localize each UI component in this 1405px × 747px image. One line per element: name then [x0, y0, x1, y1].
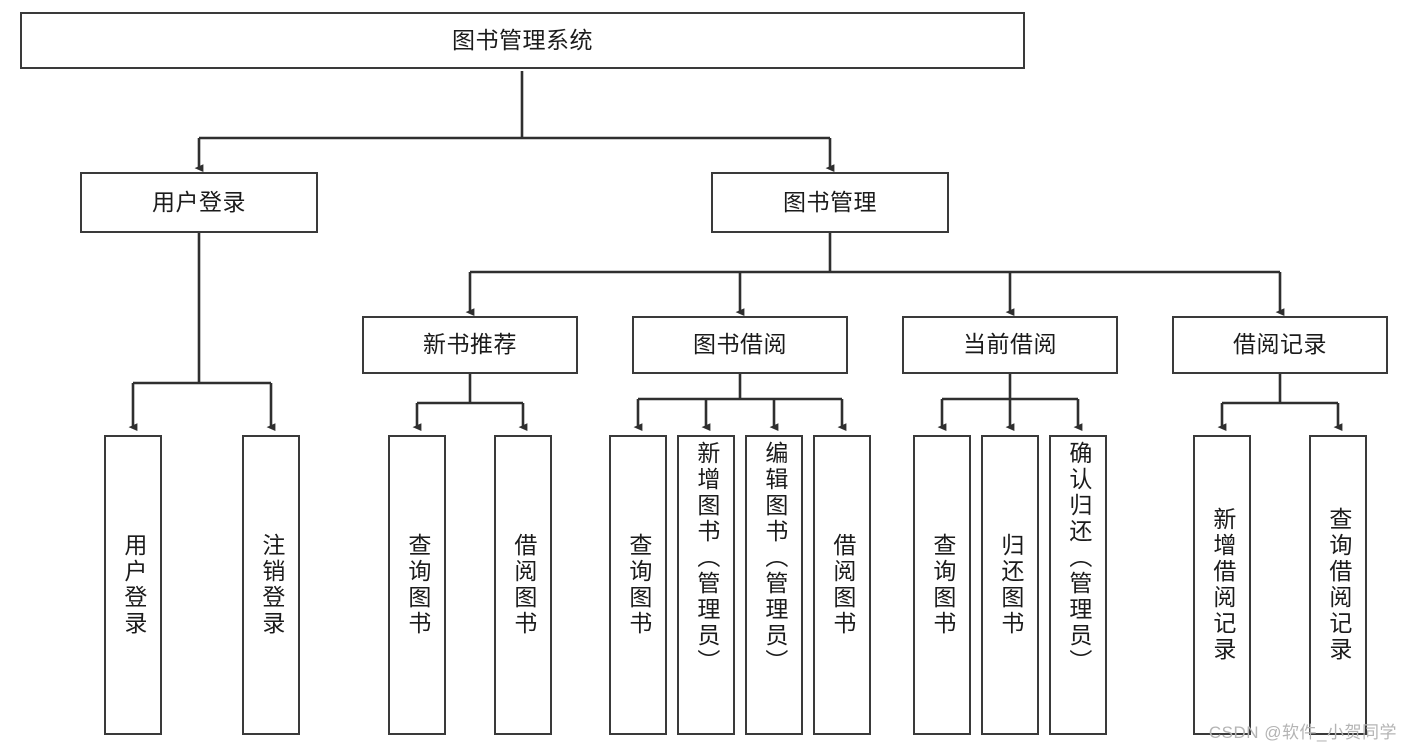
node-leaf-add-book-label: 新增图书（管理员）: [693, 441, 720, 675]
csdn-watermark: CSDN @软件_小贺同学: [1208, 723, 1397, 742]
node-current-borrow[interactable]: 当前借阅: [902, 316, 1118, 374]
node-leaf-borrow-book-1[interactable]: 借阅图书: [494, 435, 552, 735]
node-leaf-query-record[interactable]: 查询借阅记录: [1309, 435, 1367, 735]
node-leaf-query-book-1[interactable]: 查询图书: [388, 435, 446, 735]
node-leaf-query-book-2[interactable]: 查询图书: [609, 435, 667, 735]
node-current-borrow-label: 当前借阅: [963, 331, 1057, 358]
node-user-login-label: 用户登录: [152, 188, 246, 215]
node-borrow-record-label: 借阅记录: [1233, 331, 1327, 358]
node-leaf-user-logout-label: 注销登录: [258, 533, 285, 637]
node-new-book-rec-label: 新书推荐: [423, 331, 517, 358]
node-leaf-edit-book[interactable]: 编辑图书（管理员）: [745, 435, 803, 735]
node-leaf-user-login[interactable]: 用户登录: [104, 435, 162, 735]
node-leaf-add-record-label: 新增借阅记录: [1209, 507, 1236, 663]
node-leaf-query-book-3[interactable]: 查询图书: [913, 435, 971, 735]
node-leaf-user-logout[interactable]: 注销登录: [242, 435, 300, 735]
node-leaf-return-book-label: 归还图书: [997, 533, 1024, 637]
node-book-manage-label: 图书管理: [783, 188, 877, 215]
node-leaf-query-book-2-label: 查询图书: [625, 533, 652, 637]
node-leaf-user-login-label: 用户登录: [120, 533, 147, 637]
node-borrow-record[interactable]: 借阅记录: [1172, 316, 1388, 374]
node-book-borrow[interactable]: 图书借阅: [632, 316, 848, 374]
node-book-borrow-label: 图书借阅: [693, 331, 787, 358]
node-root-label: 图书管理系统: [452, 26, 593, 53]
node-leaf-confirm-return-label: 确认归还（管理员）: [1065, 441, 1092, 675]
node-leaf-query-book-1-label: 查询图书: [404, 533, 431, 637]
node-leaf-return-book[interactable]: 归还图书: [981, 435, 1039, 735]
node-leaf-borrow-book-1-label: 借阅图书: [510, 533, 537, 637]
node-new-book-rec[interactable]: 新书推荐: [362, 316, 578, 374]
node-leaf-confirm-return[interactable]: 确认归还（管理员）: [1049, 435, 1107, 735]
node-leaf-add-record[interactable]: 新增借阅记录: [1193, 435, 1251, 735]
node-leaf-query-record-label: 查询借阅记录: [1325, 507, 1352, 663]
node-leaf-borrow-book-2-label: 借阅图书: [829, 533, 856, 637]
node-root[interactable]: 图书管理系统: [20, 12, 1025, 69]
node-book-manage[interactable]: 图书管理: [711, 172, 949, 233]
node-leaf-edit-book-label: 编辑图书（管理员）: [761, 441, 788, 675]
node-leaf-borrow-book-2[interactable]: 借阅图书: [813, 435, 871, 735]
node-leaf-add-book[interactable]: 新增图书（管理员）: [677, 435, 735, 735]
node-user-login[interactable]: 用户登录: [80, 172, 318, 233]
node-leaf-query-book-3-label: 查询图书: [929, 533, 956, 637]
